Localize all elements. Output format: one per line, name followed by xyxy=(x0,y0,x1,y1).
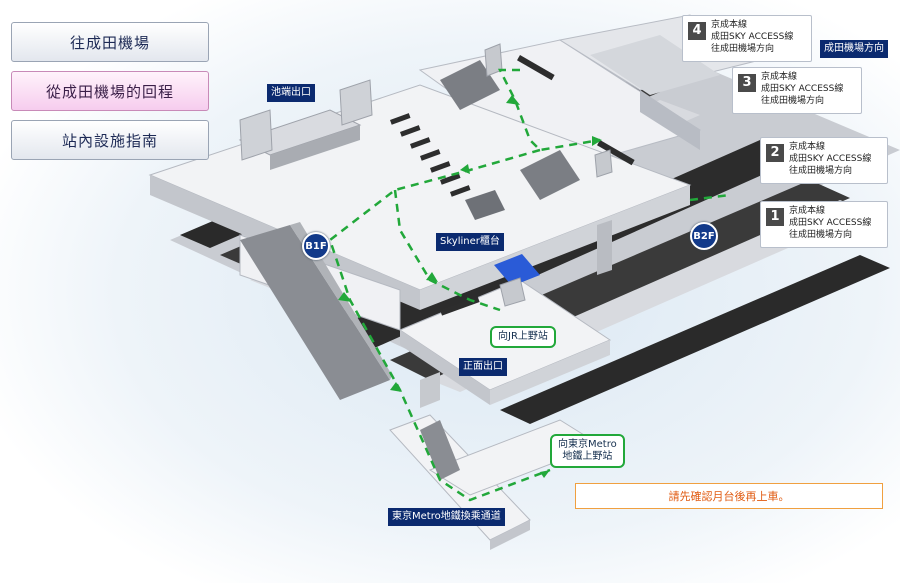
track-3-line3: 往成田機場方向 xyxy=(761,96,825,106)
track-2-line2: 成田SKY ACCESS線 xyxy=(789,154,872,164)
track-2-number: 2 xyxy=(766,144,784,162)
metro-passage-label: 東京Metro地鐵換乘通道 xyxy=(388,508,505,526)
track-1-line1: 京成本線 xyxy=(789,206,826,216)
track-2-line1: 京成本線 xyxy=(789,142,826,152)
floor-b1f-badge: B1F xyxy=(302,232,330,260)
track-4-number: 4 xyxy=(688,22,706,40)
jr-ueno-callout: 向JR上野站 xyxy=(490,326,556,348)
track-1-line3: 往成田機場方向 xyxy=(789,230,853,240)
skyliner-counter-block xyxy=(494,254,540,286)
escalators xyxy=(420,60,580,480)
track-1-number: 1 xyxy=(766,208,784,226)
route-arrows xyxy=(338,95,602,478)
ikehata-exit-label: 池端出口 xyxy=(267,84,315,102)
nav-to-airport-button[interactable]: 往成田機場 xyxy=(11,22,209,62)
main-exit-label: 正面出口 xyxy=(459,358,507,376)
track-3-number: 3 xyxy=(738,74,756,92)
track-1-line2: 成田SKY ACCESS線 xyxy=(789,218,872,228)
metro-ueno-callout-line1: 向東京Metro xyxy=(558,439,617,450)
floor-b2f-badge: B2F xyxy=(690,222,718,250)
ikehata-exit-structure xyxy=(238,79,373,170)
metro-ueno-callout: 向東京Metro 地鐵上野站 xyxy=(550,434,625,468)
track-2-line3: 往成田機場方向 xyxy=(789,166,853,176)
booths xyxy=(465,43,613,307)
track-4-line3: 往成田機場方向 xyxy=(711,44,775,54)
track-3-info: 3 京成本線 成田SKY ACCESS線 往成田機場方向 xyxy=(732,67,862,114)
metro-ueno-callout-line2: 地鐵上野站 xyxy=(562,451,613,462)
track-4-line2: 成田SKY ACCESS線 xyxy=(711,32,794,42)
track-4-info: 4 京成本線 成田SKY ACCESS線 往成田機場方向 xyxy=(682,15,812,62)
track-3-line1: 京成本線 xyxy=(761,72,798,82)
track-4-line1: 京成本線 xyxy=(711,20,748,30)
track-1-info: 1 京成本線 成田SKY ACCESS線 往成田機場方向 xyxy=(760,201,888,248)
platform-notice: 請先確認月台後再上車。 xyxy=(575,483,883,509)
nav-station-facilities-button[interactable]: 站內設施指南 xyxy=(11,120,209,160)
airport-direction-label: 成田機場方向 xyxy=(820,40,888,58)
nav-return-from-airport-button[interactable]: 從成田機場的回程 xyxy=(11,71,209,111)
track-2-info: 2 京成本線 成田SKY ACCESS線 往成田機場方向 xyxy=(760,137,888,184)
track-3-line2: 成田SKY ACCESS線 xyxy=(761,84,844,94)
skyliner-counter-label: Skyliner櫃台 xyxy=(436,233,504,251)
